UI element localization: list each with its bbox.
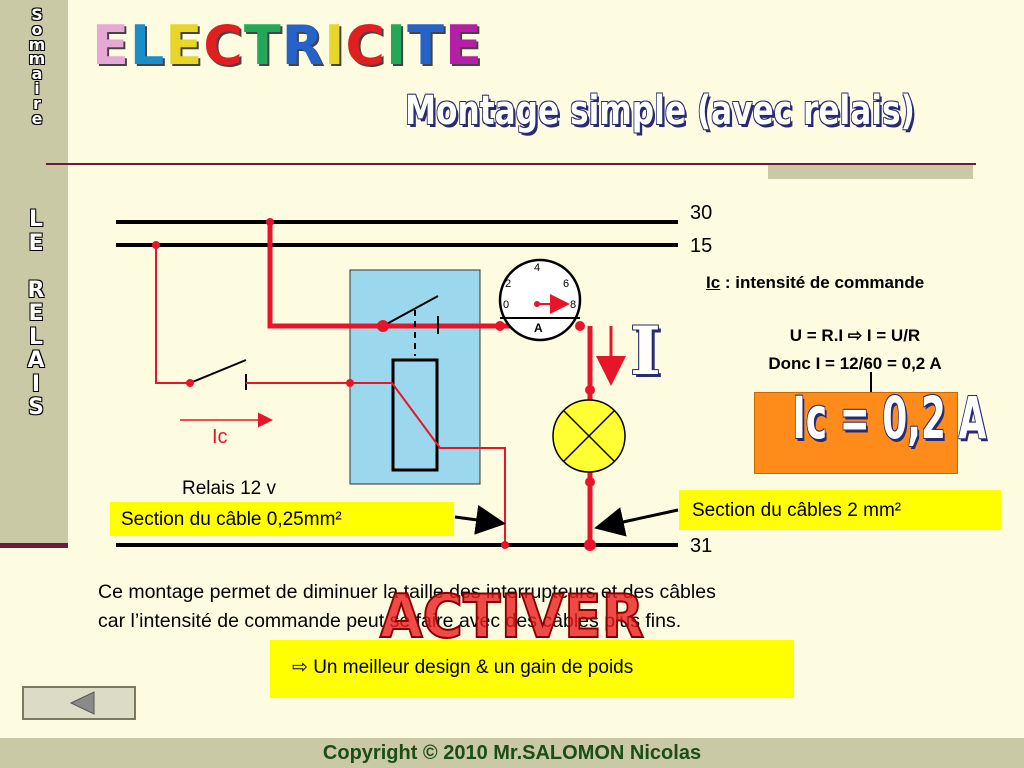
thin-cable-arrow (454, 504, 506, 535)
junction-dot (377, 320, 389, 332)
ic-arrow-label: Ic (212, 426, 228, 448)
control-wire (155, 245, 190, 384)
chapter-letter: E (28, 230, 44, 256)
junction-dot (266, 218, 274, 226)
activer-overlay[interactable]: ACTIVER (379, 581, 645, 653)
title-letter: E (444, 14, 483, 77)
title-letter: C (345, 14, 387, 77)
title-letter: I (386, 14, 408, 77)
copyright-text: Copyright © 2010 Mr.SALOMON Nicolas (322, 742, 702, 764)
back-button[interactable] (22, 686, 136, 720)
ic-result-text: Ic = 0,2 A (792, 384, 987, 452)
chapter-letter: E (28, 301, 44, 326)
title-letter: R (281, 14, 325, 77)
thin-cable-callout: Section du câble 0,25mm² (110, 502, 454, 536)
thick-cable-arrow (594, 507, 679, 537)
relay-coil (391, 358, 439, 472)
meter-unit: A (534, 321, 543, 335)
power-wire (267, 222, 540, 329)
lamp-cross-2 (563, 410, 615, 462)
ic-result-box (754, 392, 958, 474)
relay-label: Relais 12 v (182, 478, 276, 499)
meter-tick-8: 8 (570, 299, 577, 311)
title-letter: T (407, 14, 445, 77)
sommaire-letter: m (28, 34, 46, 54)
junction-dot (585, 477, 595, 487)
rail-label-31: 31 (690, 535, 713, 557)
formula-line-1: U = R.I ⇨ I = U/R (789, 326, 921, 345)
relay-box (349, 269, 481, 485)
sommaire-letter: S (31, 5, 43, 24)
title-letter: C (203, 14, 244, 77)
sommaire-letter: i (34, 78, 40, 98)
junction-dot (152, 241, 160, 249)
header-accent-bar (768, 165, 973, 179)
chapter-letter: A (27, 348, 45, 373)
control-wire-2 (246, 382, 506, 545)
explanation-line-1: Ce montage permet de diminuer la taille … (98, 581, 716, 603)
benefit-text: ⇨ Un meilleur design & un gain de poids (292, 657, 634, 678)
junction-dot (495, 321, 505, 331)
thick-cable-callout: Section du câbles 2 mm² (679, 490, 1001, 530)
chapter-letter: I (31, 371, 41, 397)
current-symbol: I (630, 312, 661, 390)
triangle-left-icon (69, 691, 95, 715)
control-switch (189, 359, 247, 384)
rail-label-15: 15 (690, 235, 713, 257)
sidebar (0, 0, 68, 548)
chapter-letter: S (28, 395, 44, 420)
ic-definition-term: Ic (706, 273, 721, 292)
junction-dot (346, 379, 354, 387)
sommaire-letter: a (31, 64, 43, 84)
title-letter: E (92, 14, 130, 77)
explanation-line-2: car l’intensité de commande peut se fair… (98, 610, 682, 632)
sommaire-letter: m (28, 49, 46, 69)
chapter-letter: L (28, 324, 44, 350)
chapter-letter: L (28, 207, 44, 232)
meter-tick-6: 6 (563, 278, 570, 290)
sidebar-divider (0, 543, 68, 548)
footer-bar (0, 738, 1024, 768)
title-letter: T (243, 14, 282, 77)
ammeter-pivot (534, 301, 540, 307)
title-letter: E (165, 14, 204, 77)
relay-contact (382, 295, 439, 327)
junction-dot (575, 321, 585, 331)
chapter-letter: R (27, 277, 45, 303)
sommaire-letter: e (31, 108, 43, 128)
junction-dot (186, 379, 194, 387)
sommaire-letter: o (31, 19, 43, 39)
title-letter: L (129, 14, 166, 77)
page-title: ELECTRICITE (92, 14, 483, 77)
benefit-box (270, 640, 794, 698)
header-divider (46, 163, 976, 165)
meter-tick-2: 2 (505, 278, 512, 290)
meter-tick-0: 0 (503, 299, 510, 311)
meter-tick-4: 4 (534, 262, 541, 274)
ammeter (498, 258, 582, 342)
junction-dot (585, 385, 595, 395)
formula-line-2: Donc I = 12/60 = 0,2 A (768, 354, 942, 373)
ic-definition-text: : intensité de commande (720, 273, 925, 292)
sommaire-letter: r (33, 93, 41, 113)
junction-dot (584, 539, 596, 551)
title-letter: I (324, 14, 346, 77)
ic-definition: Ic : intensité de commande (706, 273, 924, 293)
page-subtitle: Montage simple (avec relais) (405, 88, 915, 134)
junction-dot (501, 541, 509, 549)
rail-label-30: 30 (690, 202, 713, 224)
